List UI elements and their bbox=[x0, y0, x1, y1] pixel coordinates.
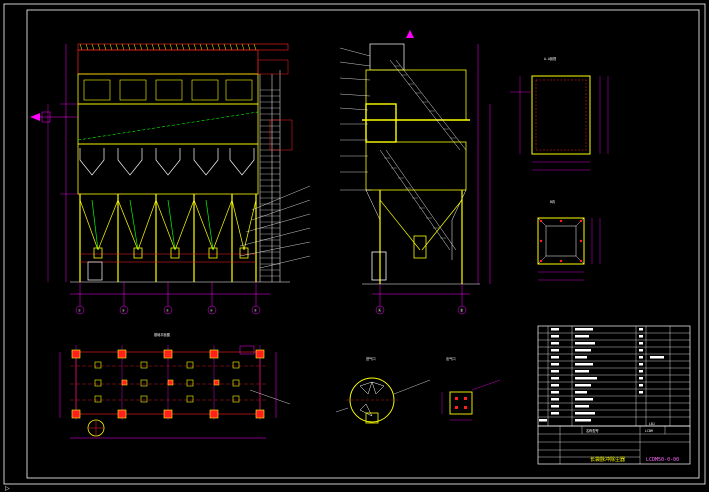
drawing-border-outer bbox=[3, 3, 706, 485]
side-elevation: Ⓐ Ⓑ bbox=[339, 30, 491, 315]
plan-title: 基础平面图 bbox=[154, 332, 170, 337]
bom-table[interactable]: LBJ bbox=[537, 325, 691, 427]
axis-b: Ⓑ bbox=[460, 308, 464, 313]
detail-c-title: 进气口 bbox=[366, 356, 376, 361]
detail-d-title: 出气口 bbox=[446, 356, 456, 361]
axis-5: ⑤ bbox=[254, 309, 257, 313]
title-block-stamp: LCDM bbox=[645, 429, 653, 433]
title-block-label: 名称型号 bbox=[586, 428, 599, 433]
drawing-title: 长袋脉冲除尘器 bbox=[590, 456, 625, 463]
bom-extra: LBJ bbox=[649, 422, 655, 426]
detail-a: A-A剖视 bbox=[510, 56, 609, 171]
detail-a-title: A-A剖视 bbox=[544, 56, 557, 61]
axis-2: ② bbox=[122, 309, 125, 313]
axis-4: ④ bbox=[210, 309, 213, 313]
drawing-code: LCDM50-0-00 bbox=[646, 457, 679, 463]
detail-d: 出气口 bbox=[441, 356, 501, 421]
title-block[interactable]: 长袋脉冲除尘器 LCDM50-0-00 名称型号 LCDM bbox=[537, 425, 691, 465]
drawing-border-inner bbox=[26, 9, 700, 479]
cursor-icon: ▷ bbox=[5, 485, 10, 492]
detail-c: 进气口 bbox=[335, 356, 431, 424]
detail-b: B向 bbox=[537, 199, 601, 281]
axis-3: ③ bbox=[166, 309, 169, 313]
foundation-plan: 基础平面图 bbox=[59, 332, 291, 439]
front-elevation: ① ② ③ ④ ⑤ bbox=[30, 43, 311, 315]
axis-1: ① bbox=[78, 309, 81, 313]
detail-b-title: B向 bbox=[550, 199, 555, 204]
axis-a: Ⓐ bbox=[378, 308, 382, 313]
